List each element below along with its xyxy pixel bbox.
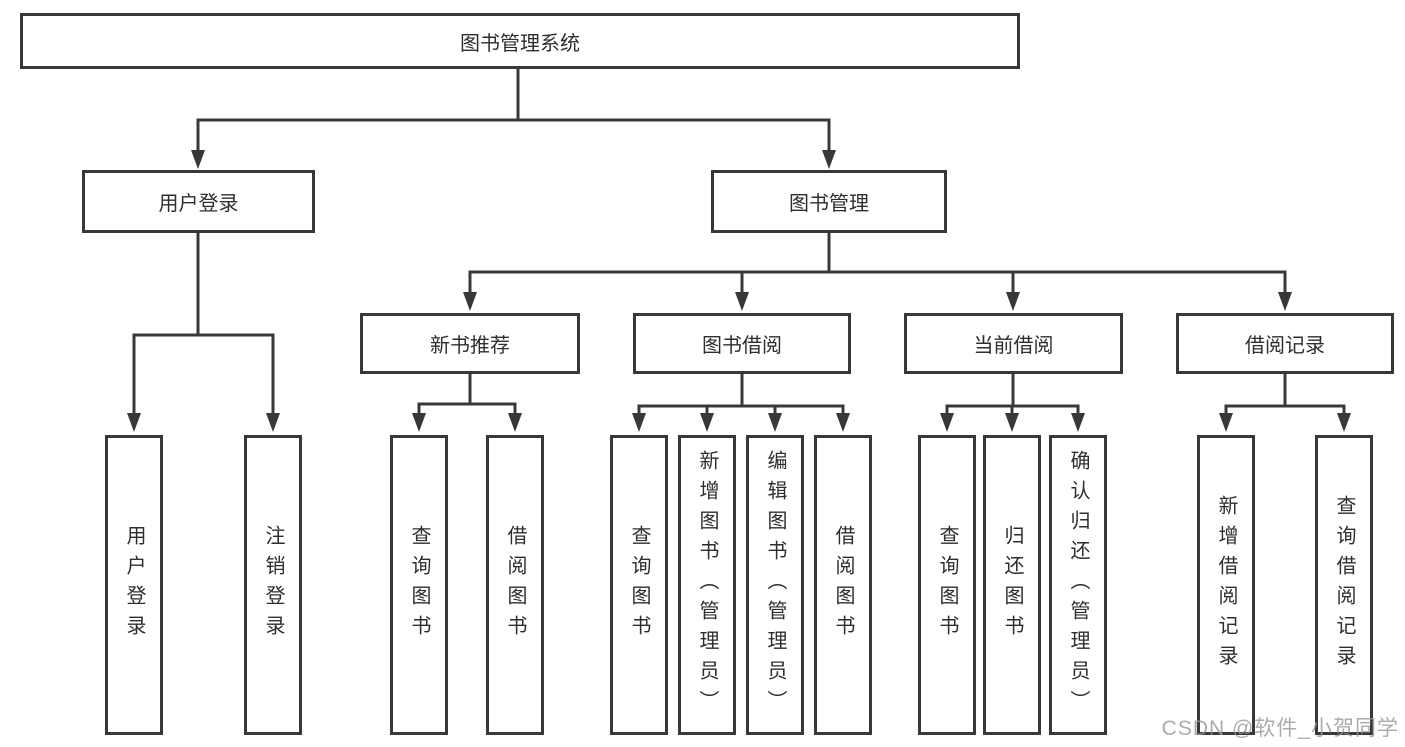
node-borrow-records: 借阅记录 (1176, 313, 1394, 374)
leaf-query-books-borrow: 查询图书 (610, 435, 668, 735)
csdn-watermark: CSDN @软件_小贺同学 (1161, 717, 1399, 740)
leaf-confirm-return-admin: 确认归还（管理员） (1049, 435, 1107, 735)
leaf-return-books: 归还图书 (983, 435, 1041, 735)
node-current-borrow: 当前借阅 (904, 313, 1123, 374)
leaf-add-books-admin: 新增图书（管理员） (678, 435, 736, 735)
leaf-query-borrow-record: 查询借阅记录 (1315, 435, 1373, 735)
leaf-borrow-books-recommend: 借阅图书 (486, 435, 544, 735)
leaf-query-books-current: 查询图书 (918, 435, 976, 735)
leaf-query-books-recommend: 查询图书 (390, 435, 448, 735)
node-user-login-module: 用户登录 (82, 170, 315, 233)
leaf-user-login: 用户登录 (105, 435, 163, 735)
leaf-add-borrow-record: 新增借阅记录 (1197, 435, 1255, 735)
leaf-edit-books-admin: 编辑图书（管理员） (746, 435, 804, 735)
leaf-logout: 注销登录 (244, 435, 302, 735)
node-book-borrow: 图书借阅 (633, 313, 851, 374)
node-new-book-recommend: 新书推荐 (360, 313, 580, 374)
node-root-system: 图书管理系统 (20, 13, 1020, 69)
leaf-borrow-books: 借阅图书 (814, 435, 872, 735)
node-book-management-module: 图书管理 (711, 170, 947, 233)
